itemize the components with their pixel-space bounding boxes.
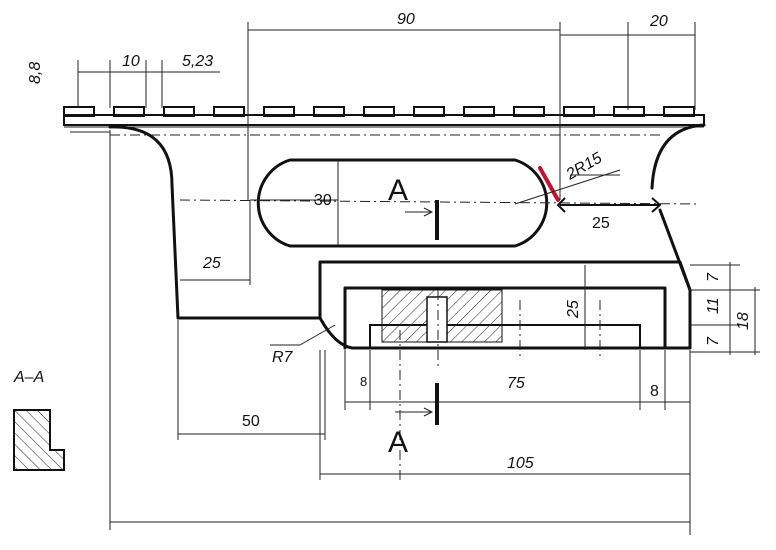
dim-r7: R7	[272, 349, 294, 366]
center-lines	[399, 290, 601, 480]
dim-2r15: 2R15	[563, 150, 606, 184]
section-letter-lower: A	[388, 426, 408, 459]
rail-teeth	[63, 106, 695, 117]
section-hatch	[381, 289, 503, 343]
section-view-title: A–A	[13, 369, 44, 386]
dim-25-mid: 25	[565, 300, 582, 319]
dim-50: 50	[242, 413, 260, 430]
dim-25-right: 25	[592, 215, 610, 232]
dim-11: 11	[705, 297, 722, 314]
dim-18: 18	[735, 312, 752, 330]
dim-5-23: 5,23	[182, 53, 213, 70]
oval-window	[179, 158, 701, 248]
dim-7-top: 7	[705, 272, 722, 282]
section-letter-upper: A	[388, 174, 408, 207]
dim-75: 75	[507, 375, 525, 392]
section-marker-lower	[395, 383, 439, 425]
highlight-radius-mark	[538, 166, 560, 202]
top-rail	[63, 106, 705, 136]
body-outline	[108, 123, 706, 350]
dim-25-left: 25	[202, 255, 221, 272]
dim-30: 30	[314, 192, 332, 209]
dim-90: 90	[397, 11, 415, 28]
dim-7-bottom: 7	[705, 336, 722, 346]
dim-20: 20	[649, 13, 668, 30]
dimension-lines	[70, 22, 760, 535]
section-marker-upper	[405, 200, 439, 240]
dim-10: 10	[122, 53, 140, 70]
dim-8-8: 8,8	[27, 62, 44, 84]
dim-105: 105	[507, 455, 534, 472]
dim-8-right: 8	[650, 383, 659, 400]
section-labels: A A A–A	[13, 174, 408, 459]
dim-8-left: 8	[360, 374, 367, 389]
dimension-labels: 90 20 10 5,23 8,8 2R15 30 25 25 25 7 11 …	[27, 11, 752, 472]
section-view-aa	[13, 409, 65, 471]
